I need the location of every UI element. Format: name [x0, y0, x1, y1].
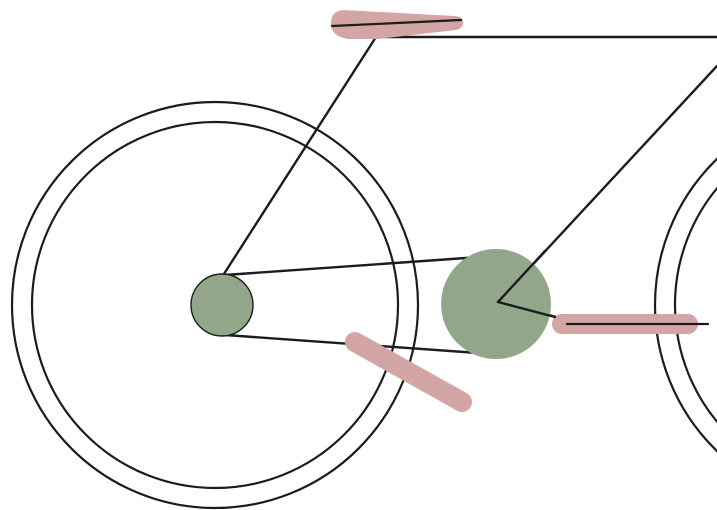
rear-hub: [191, 274, 253, 336]
chainring: [441, 249, 551, 359]
